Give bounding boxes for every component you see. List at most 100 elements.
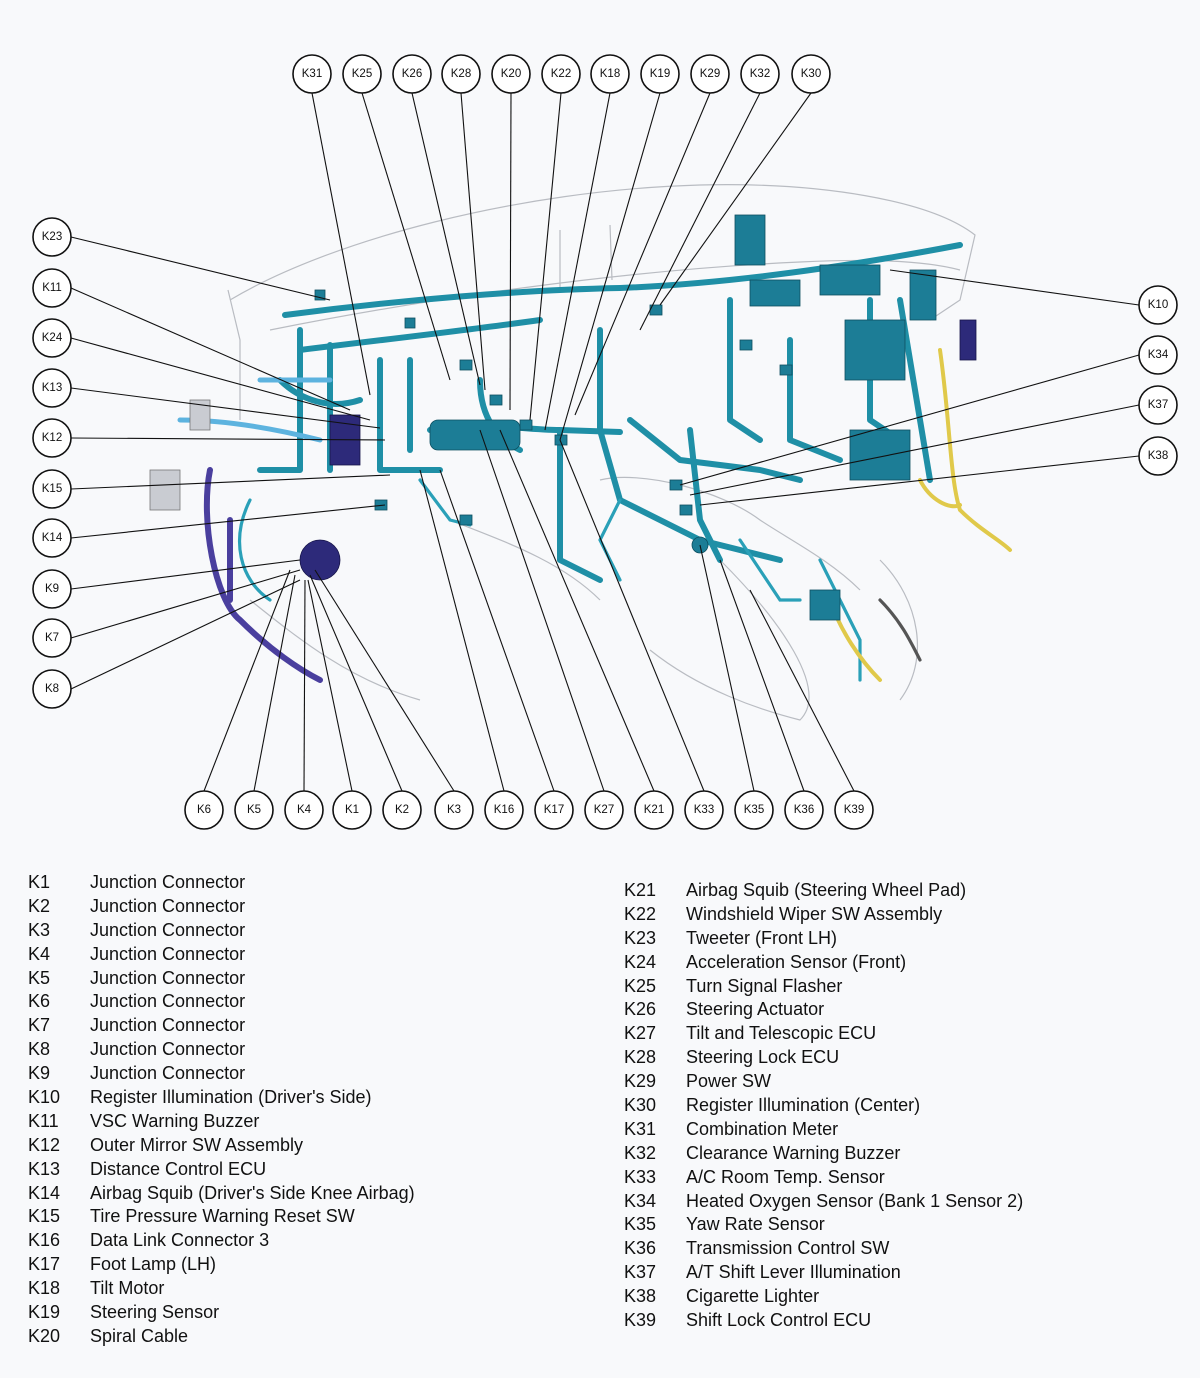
legend-label: Turn Signal Flasher <box>686 975 843 996</box>
callout-k7: K7 <box>32 618 72 658</box>
legend-label: VSC Warning Buzzer <box>90 1110 260 1131</box>
leader-k21 <box>499 429 655 792</box>
legend-label: Distance Control ECU <box>90 1158 267 1179</box>
legend-code: K18 <box>28 1278 61 1299</box>
callout-circle <box>32 618 72 658</box>
callout-circle <box>634 790 674 830</box>
legend-label: Windshield Wiper SW Assembly <box>686 903 943 924</box>
legend-label: Junction Connector <box>90 991 246 1012</box>
callout-circle <box>32 217 72 257</box>
callout-circle <box>184 790 224 830</box>
legend-label: Airbag Squib (Driver's Side Knee Airbag) <box>90 1182 415 1203</box>
callout-circle <box>32 368 72 408</box>
callout-k18: K18 <box>590 54 630 94</box>
callout-label: K9 <box>45 583 59 595</box>
legend-label: Data Link Connector 3 <box>90 1230 270 1251</box>
callout-label: K17 <box>544 804 564 816</box>
leader-k5 <box>253 574 296 792</box>
legend-code: K29 <box>624 1071 657 1092</box>
callout-circle <box>284 790 324 830</box>
dashboard-outline <box>227 184 976 721</box>
legend-code: K30 <box>624 1095 657 1116</box>
legend-label: A/T Shift Lever Illumination <box>686 1262 901 1283</box>
legend-label: Junction Connector <box>90 1063 246 1084</box>
callout-k31: K31 <box>292 54 332 94</box>
callout-label: K21 <box>644 804 664 816</box>
leader-k6 <box>203 569 291 792</box>
leader-k27 <box>479 429 605 792</box>
callout-circle <box>640 54 680 94</box>
legend-code: K1 <box>28 872 51 892</box>
legend-code: K34 <box>624 1190 657 1211</box>
leader-k30 <box>659 92 812 306</box>
legend-label: Junction Connector <box>90 943 246 964</box>
callout-label: K10 <box>1148 299 1168 311</box>
legend-code: K17 <box>28 1254 61 1275</box>
legend-code: K37 <box>624 1262 657 1283</box>
legend-label: Acceleration Sensor (Front) <box>686 951 907 972</box>
callout-circle <box>541 54 581 94</box>
callout-circle <box>32 569 72 609</box>
legend-code: K19 <box>28 1302 61 1323</box>
leader-k11 <box>70 287 351 411</box>
legend-label: Clearance Warning Buzzer <box>686 1142 901 1163</box>
callout-k25: K25 <box>342 54 382 94</box>
callout-circle <box>834 790 874 830</box>
legend-code: K28 <box>624 1047 657 1068</box>
callout-circle <box>32 669 72 709</box>
legend-label: Steering Lock ECU <box>686 1047 840 1068</box>
legend-label: Tilt and Telescopic ECU <box>686 1023 877 1044</box>
callout-circle <box>32 268 72 308</box>
legend-label: Junction Connector <box>90 919 246 940</box>
legend-label: A/C Room Temp. Sensor <box>686 1166 885 1187</box>
callout-circle <box>434 790 474 830</box>
leader-k28 <box>460 92 486 391</box>
legend-code: K26 <box>624 999 657 1020</box>
callout-circle <box>292 54 332 94</box>
legend-code: K10 <box>28 1087 61 1108</box>
callout-k29: K29 <box>690 54 730 94</box>
leader-k19 <box>559 92 661 441</box>
leader-k15 <box>70 474 391 490</box>
legend-label: Heated Oxygen Sensor (Bank 1 Sensor 2) <box>686 1190 1024 1211</box>
callout-label: K12 <box>42 432 62 444</box>
callout-k39: K39 <box>834 790 874 830</box>
callout-label: K8 <box>45 683 59 695</box>
callout-k2: K2 <box>382 790 422 830</box>
leader-k34 <box>679 354 1140 486</box>
callout-k8: K8 <box>32 669 72 709</box>
leader-k33 <box>559 439 705 792</box>
callout-label: K35 <box>744 804 764 816</box>
callout-circle <box>534 790 574 830</box>
callout-label: K19 <box>650 68 670 80</box>
callout-k4: K4 <box>284 790 324 830</box>
callout-label: K37 <box>1148 399 1168 411</box>
callout-k10: K10 <box>1138 285 1178 325</box>
callout-k35: K35 <box>734 790 774 830</box>
callout-label: K25 <box>352 68 372 80</box>
legend-label: Tire Pressure Warning Reset SW <box>90 1206 355 1227</box>
legend-code: K6 <box>28 991 51 1012</box>
callout-k22: K22 <box>541 54 581 94</box>
leader-k1 <box>307 579 353 792</box>
legend-label: Tilt Motor <box>90 1278 165 1299</box>
callout-circle <box>791 54 831 94</box>
callout-k21: K21 <box>634 790 674 830</box>
callout-k27: K27 <box>584 790 624 830</box>
legend-code: K4 <box>28 943 51 964</box>
leader-k13 <box>70 387 381 429</box>
callout-circle <box>584 790 624 830</box>
leader-k39 <box>749 589 855 792</box>
leader-k16 <box>419 469 505 792</box>
legend-code: K38 <box>624 1286 657 1307</box>
legend-label: Steering Actuator <box>686 999 825 1020</box>
